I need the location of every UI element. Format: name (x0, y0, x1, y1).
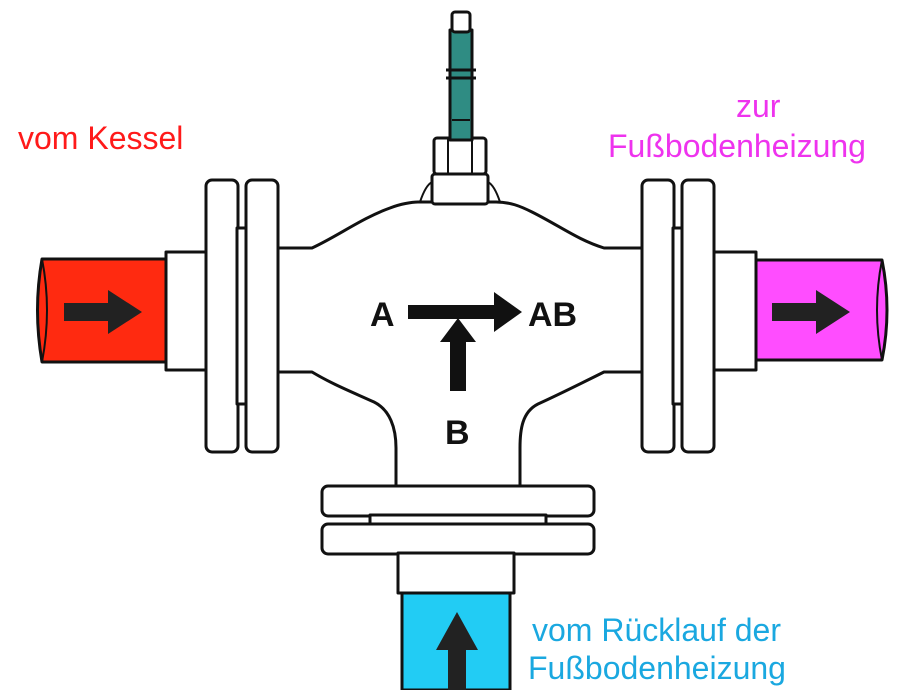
label-vom-ruecklauf: vom Rücklauf der (532, 612, 781, 648)
label-vom-kessel: vom Kessel (18, 120, 184, 156)
return-arrow-icon (436, 612, 478, 690)
bottom-flange-lower (320, 522, 596, 556)
stem-top (450, 10, 472, 34)
valve-stem (448, 28, 474, 142)
port-ab-label: AB (528, 296, 577, 334)
flow-a-ab-arrow-icon (408, 292, 522, 332)
port-a-label: A (370, 296, 395, 334)
bottom-flange-upper (320, 484, 596, 518)
bottom-collar (396, 551, 516, 595)
label-zur: zur (736, 88, 781, 124)
right-flange-inner (640, 178, 676, 454)
label-fussbodenheizung: Fußbodenheizung (608, 128, 866, 164)
left-flange-outer (204, 178, 240, 454)
right-flange-outer (680, 178, 716, 454)
supply-arrow-icon (64, 290, 142, 334)
flow-b-arrow-icon (440, 318, 476, 391)
bonnet-neck (419, 181, 501, 203)
label-fussbodenheizung-return: Fußbodenheizung (528, 650, 786, 686)
port-b-label: B (445, 414, 470, 452)
hex-nut (432, 136, 488, 176)
outlet-pipe-end (876, 259, 883, 361)
supply-pipe-end (41, 258, 48, 363)
left-collar (164, 250, 212, 372)
right-collar (710, 250, 758, 372)
left-flange-inner (244, 178, 280, 454)
bonnet (430, 172, 490, 206)
outlet-arrow-icon (772, 290, 850, 334)
